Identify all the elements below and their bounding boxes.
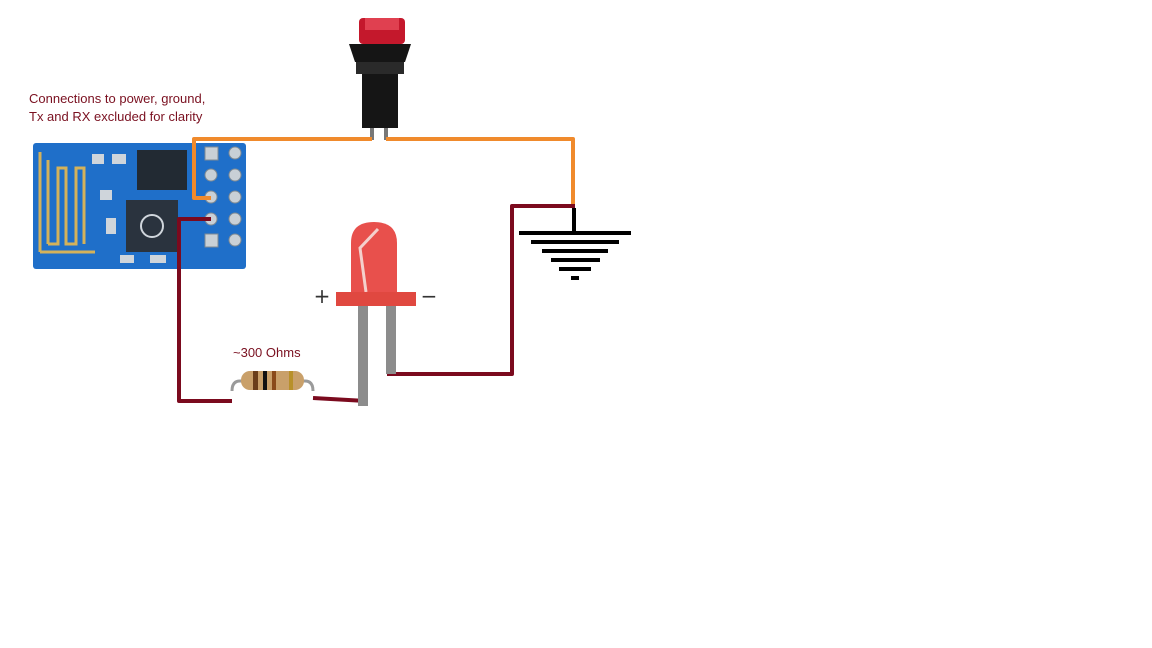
soc-chip: [126, 200, 178, 252]
esp8266-module: [33, 143, 246, 269]
orange-wires: [192, 137, 575, 208]
annotation-note-line1: Connections to power, ground,: [29, 91, 206, 106]
minus-sign: −: [421, 284, 438, 308]
resistor-value-label: ~300 Ohms: [233, 345, 301, 360]
push-button-switch: [349, 18, 411, 140]
flash-chip: [137, 150, 187, 190]
led: [336, 222, 416, 406]
ground-symbol: [519, 208, 631, 280]
resistor: [230, 371, 315, 392]
led-anode-leg: [358, 306, 368, 406]
led-cathode-leg: [386, 306, 396, 374]
plus-sign: +: [314, 284, 331, 308]
dark-red-wires: [177, 204, 575, 403]
annotation-note-line2: Tx and RX excluded for clarity: [29, 109, 203, 124]
